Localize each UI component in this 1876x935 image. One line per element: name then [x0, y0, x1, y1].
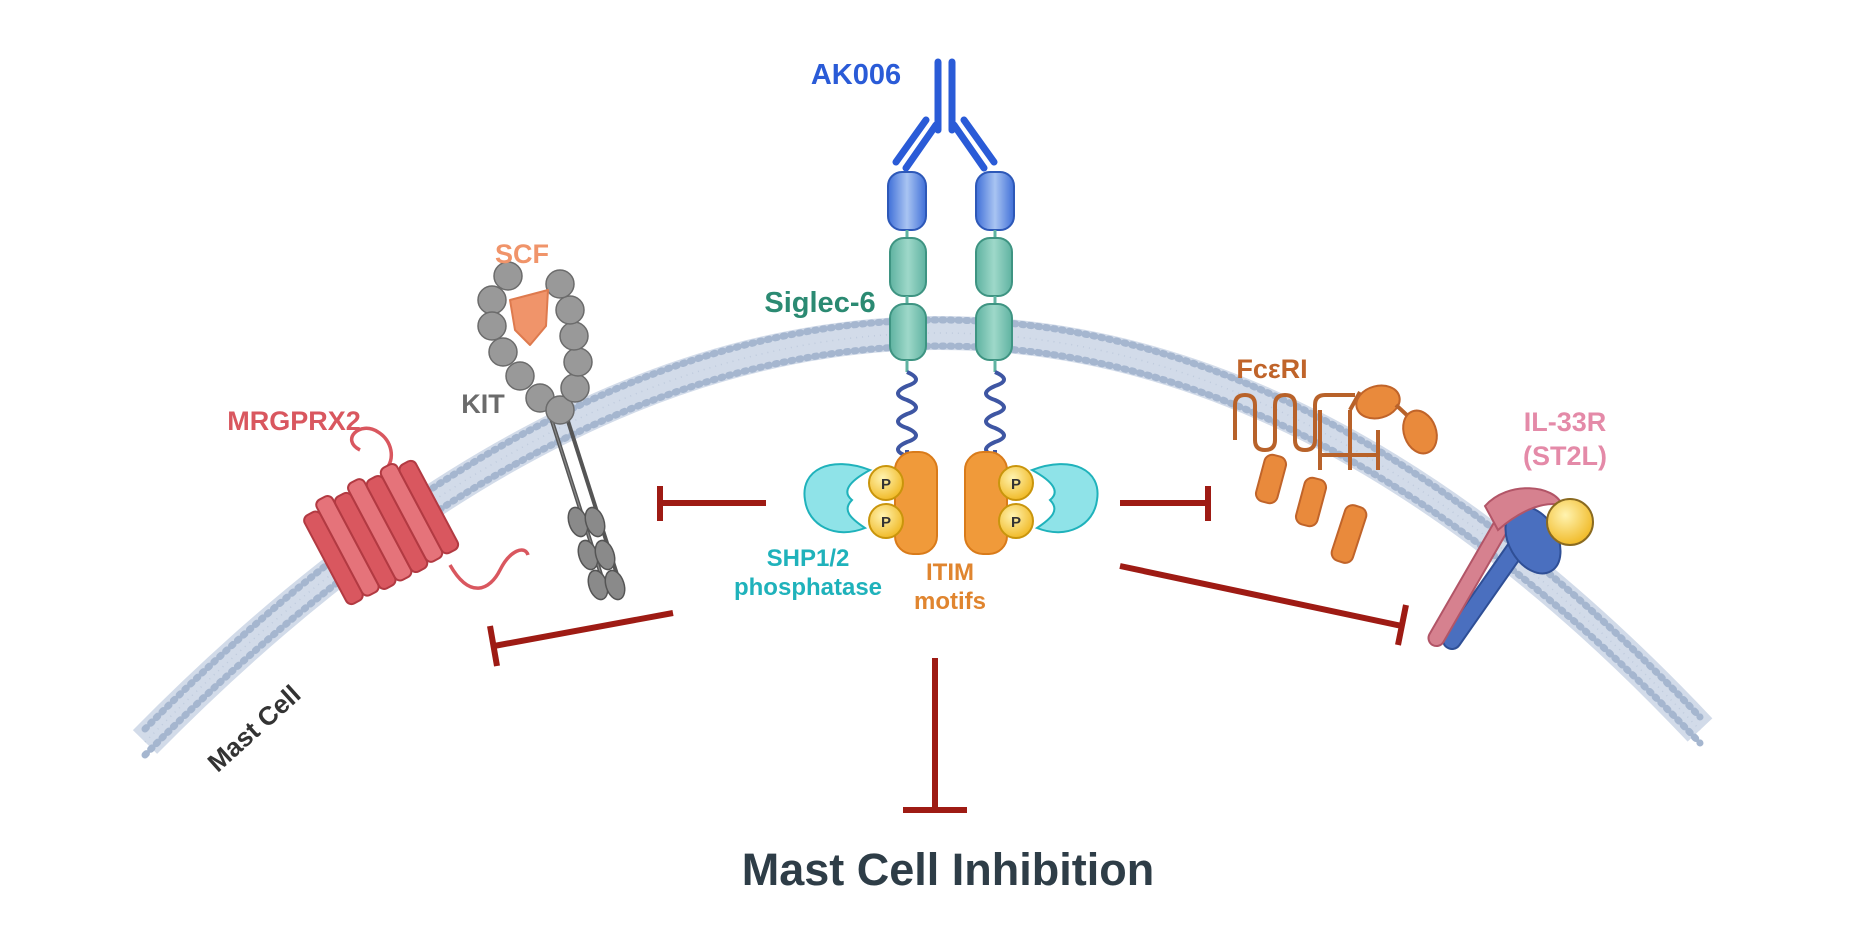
shp-label-line1: SHP1/2 [767, 545, 850, 572]
inhibit-arrow-mrgprx2 [487, 610, 674, 667]
phospho-circle [998, 465, 1034, 501]
itim-label-line2: motifs [914, 588, 986, 615]
phospho-circle [868, 503, 904, 539]
shp-label-line2: phosphatase [734, 574, 882, 601]
kit-receptor [477, 261, 626, 601]
shp-phosphatase [803, 463, 1099, 534]
phospho-groups: P P P P [868, 465, 1034, 539]
fceri-receptor [1233, 384, 1438, 564]
scf-ligand [509, 289, 549, 346]
inhibition-arrows [487, 486, 1409, 813]
ak006-label: AK006 [811, 59, 901, 91]
il33r-label-line1: IL-33R [1524, 407, 1607, 437]
mrgprx2-label: MRGPRX2 [227, 406, 361, 436]
ak006-antibody [892, 58, 998, 172]
inhibit-arrow-il33r [1119, 563, 1409, 646]
figure-caption: Mast Cell Inhibition [742, 844, 1155, 895]
scf-label: SCF [495, 239, 549, 269]
phospho-label: P [1011, 476, 1021, 493]
phospho-label: P [881, 476, 891, 493]
inhibit-arrow-fceri [1120, 486, 1211, 521]
il33r-receptor [1427, 487, 1594, 650]
inhibit-arrow-kit [657, 486, 766, 521]
phospho-circle [998, 503, 1034, 539]
phospho-label: P [1011, 514, 1021, 531]
il33r-label-line2: (ST2L) [1523, 441, 1607, 471]
siglec6-receptor [887, 171, 1015, 459]
fceri-label: FcεRI [1236, 354, 1307, 384]
siglec6-label: Siglec-6 [764, 287, 875, 319]
itim-motifs [894, 451, 1008, 555]
phospho-label: P [881, 514, 891, 531]
mrgprx2-receptor [303, 426, 530, 606]
inhibit-arrow-main [903, 658, 967, 813]
phospho-circle [868, 465, 904, 501]
kit-label: KIT [461, 389, 505, 419]
itim-label-line1: ITIM [926, 559, 974, 586]
